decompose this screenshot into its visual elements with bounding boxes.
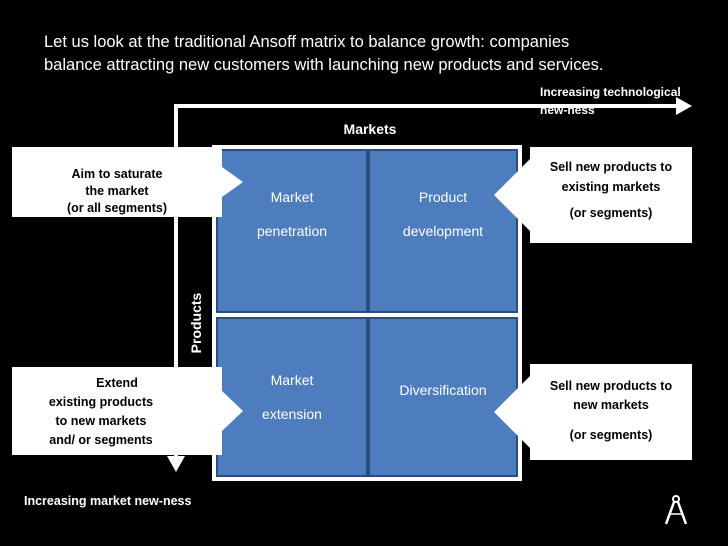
- callout-left-top-line-2: the market: [85, 184, 149, 198]
- intro-line-1: Let us look at the traditional Ansoff ma…: [44, 33, 570, 51]
- products-axis-label-text: Products: [188, 292, 204, 354]
- callout-right-bottom-line-2: new markets: [573, 398, 649, 412]
- callout-left-bottom-line-1: Extend: [96, 376, 138, 390]
- markets-axis-label: Markets: [343, 121, 397, 137]
- callout-left-top: Aim to saturate the market (or all segme…: [12, 147, 222, 217]
- cell-market-extension: Market extension: [216, 317, 368, 477]
- callout-left-top-line-1: Aim to saturate: [71, 167, 163, 181]
- callout-left-bottom-shape: [12, 367, 243, 455]
- intro-line-2: balance attracting new customers with la…: [44, 56, 604, 74]
- ansoff-matrix: Market penetration Product development M…: [212, 145, 522, 481]
- callout-left-bottom-line-2: existing products: [48, 395, 154, 409]
- tech-newness-label: Increasing technological new-ness: [540, 83, 681, 119]
- cell-market-extension-line-1: Market: [270, 372, 314, 388]
- callout-right-bottom-line-1: Sell new products to: [549, 379, 673, 393]
- cell-product-development: Product development: [368, 149, 518, 313]
- cell-market-penetration: Market penetration: [216, 149, 368, 313]
- cell-market-extension-line-2: extension: [262, 406, 322, 422]
- right-arrow-icon: [676, 97, 692, 115]
- vertical-axis-line: [174, 104, 178, 458]
- callout-right-bottom-line-3: (or segments): [569, 428, 653, 442]
- cell-market-penetration-line-2: penetration: [256, 223, 328, 239]
- down-arrow-icon: [167, 456, 185, 472]
- compass-logo-icon: [664, 495, 688, 525]
- callout-right-bottom-shape: [494, 364, 692, 460]
- cell-market-penetration-line-1: Market: [270, 189, 314, 205]
- callout-left-bottom-line-4: and/ or segments: [49, 433, 153, 447]
- tech-newness-line-1: Increasing technological: [540, 85, 681, 99]
- callout-right-top-line-1: Sell new products to: [549, 160, 673, 174]
- callout-right-top: Sell new products to existing markets (o…: [530, 147, 692, 243]
- callout-left-top-line-3: (or all segments): [66, 201, 168, 215]
- cell-product-development-line-1: Product: [418, 189, 468, 205]
- cell-diversification: Diversification: [368, 317, 518, 477]
- callout-right-bottom: Sell new products to new markets (or seg…: [530, 364, 692, 460]
- cell-product-development-line-2: development: [402, 223, 484, 239]
- products-axis-label: Products: [185, 282, 207, 364]
- callout-right-top-shape: [494, 147, 692, 243]
- callout-right-top-line-2: existing markets: [561, 180, 661, 194]
- horizontal-axis-line: [174, 104, 678, 108]
- callout-right-top-line-3: (or segments): [569, 206, 653, 220]
- callout-left-bottom: Extend existing products to new markets …: [12, 367, 222, 455]
- callout-left-top-shape: [12, 147, 243, 217]
- market-newness-label: Increasing market new-ness: [24, 494, 192, 508]
- cell-diversification-line-1: Diversification: [399, 382, 487, 398]
- callout-left-bottom-line-3: to new markets: [55, 414, 147, 428]
- intro-text: Let us look at the traditional Ansoff ma…: [44, 31, 704, 77]
